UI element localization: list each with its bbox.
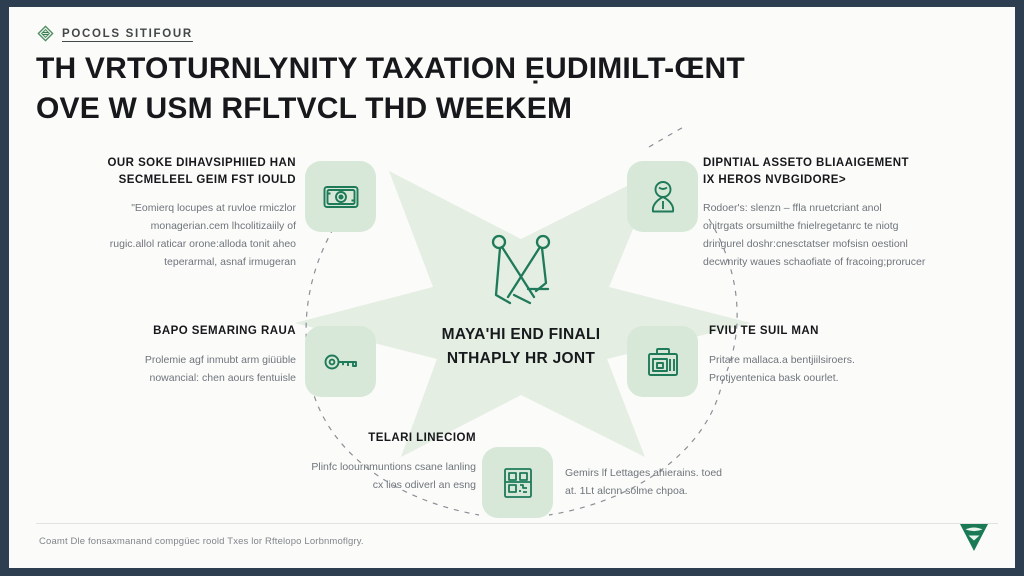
node-title-top-right: DIРNTIAL ASSETO BLIAAIGEMENT IX HEROS NV…: [703, 155, 973, 188]
node-icon-tile-top-left[interactable]: [305, 161, 376, 232]
node-body-top-left-line1: "Eomierq locupes at ruvloe rmiczlor: [131, 202, 296, 215]
slide-canvas: POCOLS SITIFOUR TH VRTOTURNLYNITY TAXATI…: [9, 7, 1015, 568]
node-body-bottom-left-of-center-line2: cx lios odiverl an esng: [372, 478, 476, 491]
node-text-top-right: DIРNTIAL ASSETO BLIAAIGEMENT IX HEROS NV…: [703, 155, 973, 272]
node-body-mid-left: Prolemie agf inmubt arm giüüble nowancia…: [51, 351, 296, 387]
node-body-mid-right-line1: Pritare mallaca.a bentjiilsiroers.: [709, 353, 855, 366]
hub-star-shape: [295, 171, 751, 457]
connector-arc-top-right: [648, 127, 685, 148]
connector-arc-right-lower: [548, 378, 724, 516]
node-body-top-left-line3: rugic.allol raticar orone:alloda tonit a…: [109, 238, 296, 251]
node-title-top-right-line1: DIРNTIAL ASSETO BLIAAIGEMENT: [703, 157, 909, 169]
page-title-line1: TH VRTOTURNLYNITY TAXATION ẸUDIMILT-ŒNT: [36, 52, 745, 85]
qr-code-icon: [503, 467, 532, 498]
node-text-bottom-center: Gemirs lf Lettages ahierains. toed at. 1…: [565, 464, 815, 500]
node-icon-tile-mid-right[interactable]: [627, 326, 698, 397]
node-title-top-left-line1: OUR SOKE DIHAVSIPHIIED HAN: [107, 157, 296, 169]
connector-arc-left-lower: [308, 374, 480, 516]
node-title-top-right-line2: IX HEROS NVBGIDORE>: [703, 173, 847, 186]
node-body-top-right: Rodoer's: slenzn – ffla nruetcriant anol…: [703, 199, 973, 271]
node-body-top-right-line3: dringurel doshr:cnesctatser mofsisn oest…: [703, 238, 908, 251]
hub-label-line2: NTHAPLY HR JONT: [446, 350, 596, 368]
node-body-bottom-center: Gemirs lf Lettages ahierains. toed at. 1…: [565, 464, 815, 500]
node-body-bottom-center-line1: Gemirs lf Lettages ahierains. toed: [565, 467, 722, 479]
node-body-mid-right: Pritare mallaca.a bentjiilsiroers. Protj…: [709, 351, 974, 387]
footer-divider: [36, 523, 998, 524]
node-title-top-left-line2: SECMELEEL GEIM FST IOULD: [118, 173, 296, 186]
node-title-mid-left: BAPO SEMARING RAUA: [153, 325, 296, 337]
node-body-top-left: "Eomierq locupes at ruvloe rmiczlor mona…: [51, 199, 296, 271]
node-text-top-left: OUR SOKE DIHAVSIPHIIED HAN SECMELEEL GEI…: [51, 155, 296, 272]
diamond-badge-icon: [37, 25, 54, 42]
node-icon-tile-top-right[interactable]: [627, 161, 698, 232]
node-title-bottom-left-of-center: TELARI LINECIOM: [368, 432, 476, 444]
crossed-tools-icon: [491, 234, 551, 305]
node-body-top-left-line4: teperarmal, asnaf irmugeran: [164, 256, 296, 269]
shield-badge-icon: [960, 524, 988, 551]
node-title-mid-right: FVIU TE SUIL MAN: [709, 325, 819, 337]
node-icon-tile-bottom-center[interactable]: [482, 447, 553, 518]
node-body-mid-left-line2: nowancial: chen aours fentuisle: [149, 371, 296, 384]
node-body-mid-left-line1: Prolemie agf inmubt arm giüüble: [144, 353, 296, 366]
banknote-icon: [323, 185, 358, 208]
node-title-top-left: OUR SOKE DIHAVSIPHIIED HAN SECMELEEL GEI…: [51, 155, 296, 188]
hub-node: MAYA'HI END FINALI NTHAPLY HR JONT: [391, 227, 651, 427]
node-body-top-right-line1: Rodoer's: slenzn – ffla nruetcriant anol: [703, 202, 882, 215]
connector-arc-right-upper: [708, 218, 738, 372]
node-body-top-right-line4: decwnrity waues schaofiate of fracoing;p…: [703, 256, 926, 269]
node-body-bottom-left-of-center: Plinfc loournmuntions csane lanling cx l…: [231, 458, 476, 494]
hub-label-line1: MAYA'HI END FINALI: [441, 326, 601, 343]
page-title: TH VRTOTURNLYNITY TAXATION ẸUDIMILT-ŒNT …: [36, 49, 936, 129]
brand-name: POCOLS SITIFOUR: [62, 27, 193, 40]
footer-note: Coamt Dle fonsaxmanand compgüec roold Tx…: [39, 536, 364, 547]
node-icon-tile-mid-left[interactable]: [305, 326, 376, 397]
node-text-bottom-left-of-center: TELARI LINECIOM Plinfc loournmuntions cs…: [231, 430, 476, 494]
brand-logo: POCOLS SITIFOUR: [37, 25, 193, 42]
hub-label: MAYA'HI END FINALI NTHAPLY HR JONT: [391, 323, 651, 371]
node-body-mid-right-line2: Protjyentenica bask oourlet.: [709, 371, 839, 384]
page-title-line2: OVE W USM RFLTVCL THD WEEKEM: [36, 91, 573, 125]
node-body-bottom-center-line2: at. 1Lt alcnn solme chpoa.: [565, 485, 688, 498]
node-text-mid-left: BAPO SEMARING RAUA Prolemie agf inmubt a…: [51, 323, 296, 387]
node-body-top-left-line2: monagerian.cem lhcolitizaiily of: [150, 220, 296, 233]
key-icon: [324, 354, 357, 369]
node-body-top-right-line2: onitrgats orsumilthe fnielregetanrc te n…: [703, 220, 899, 233]
node-text-mid-right: FVIU TE SUIL MAN Pritare mallaca.a bentj…: [709, 323, 974, 387]
node-body-bottom-left-of-center-line1: Plinfc loournmuntions csane lanling: [311, 460, 476, 473]
bank-briefcase-icon: [647, 347, 678, 376]
hourglass-icon: [651, 180, 674, 212]
diagram-stage: MAYA'HI END FINALI NTHAPLY HR JONT: [9, 127, 1015, 527]
